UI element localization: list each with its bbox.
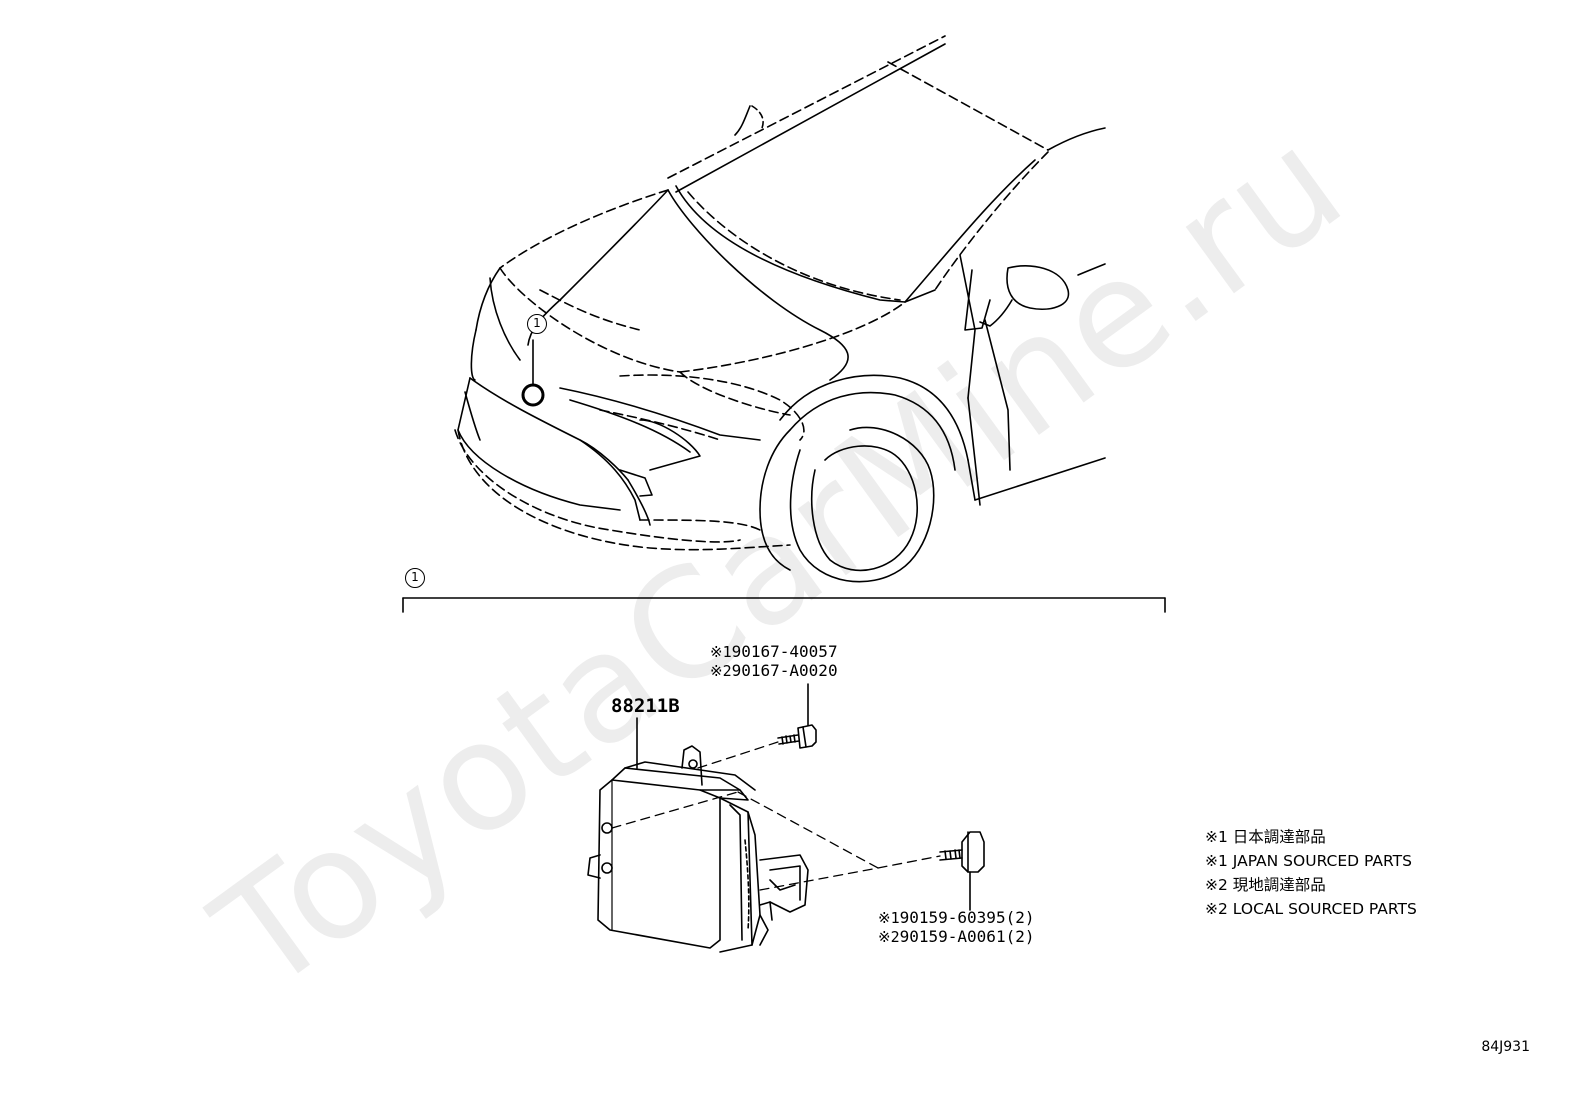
front-wheel-icon	[789, 426, 935, 583]
radar-sensor-unit-drawing	[587, 717, 809, 953]
jp-source-mark: ※1	[710, 643, 732, 661]
side-mirror-icon	[964, 265, 1070, 331]
installation-guide-lines	[611, 741, 941, 891]
diagram-code: 84J931	[1481, 1039, 1530, 1055]
legend-item: ※1 日本調達部品	[1205, 828, 1326, 846]
local-source-mark: ※2	[878, 928, 900, 946]
legend: ※1 日本調達部品 ※1 JAPAN SOURCED PARTS ※2 現地調達…	[1205, 825, 1417, 921]
car-front-illustration	[454, 35, 1106, 583]
part-number: 90159-A0061(2)	[899, 927, 1035, 946]
part-label-screw-line1[interactable]: ※190167-40057	[710, 642, 838, 662]
bottom-bolt-icon	[939, 831, 985, 911]
local-source-mark: ※2	[710, 662, 732, 680]
assembly-bracket	[402, 597, 1166, 613]
legend-item: ※1 JAPAN SOURCED PARTS	[1205, 852, 1412, 870]
part-number: 90167-40057	[731, 642, 838, 661]
part-label-88211b[interactable]: 88211B	[611, 695, 680, 717]
part-label-screw-line2[interactable]: ※290167-A0020	[710, 661, 838, 681]
part-label-bolt-line2[interactable]: ※290159-A0061(2)	[878, 927, 1035, 947]
part-label-bolt-line1[interactable]: ※190159-60395(2)	[878, 908, 1035, 928]
part-number: 90159-60395(2)	[899, 908, 1035, 927]
callout-marker-assembly: 1	[405, 568, 425, 588]
legend-item: ※2 LOCAL SOURCED PARTS	[1205, 900, 1417, 918]
legend-item: ※2 現地調達部品	[1205, 876, 1326, 894]
callout-marker-car: 1	[527, 314, 547, 334]
part-number: 90167-A0020	[731, 661, 838, 680]
top-screw-icon	[777, 683, 817, 749]
jp-source-mark: ※1	[878, 909, 900, 927]
